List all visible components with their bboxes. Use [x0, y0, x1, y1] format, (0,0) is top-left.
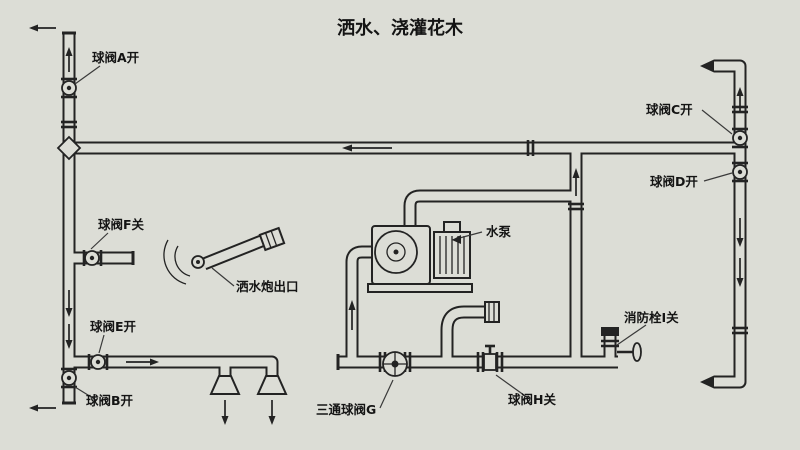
label-valve-c: 球阀C开: [646, 102, 693, 117]
valve-ball: [66, 375, 72, 381]
ball-valve-f: [82, 250, 103, 266]
valve-ball: [737, 135, 743, 141]
flow-arrowhead: [29, 24, 38, 32]
flow-arrowhead: [221, 416, 229, 425]
flow-arrowhead: [65, 340, 73, 349]
valve-ball: [95, 359, 101, 365]
three-way-valve-g: [378, 351, 412, 377]
label-valve-g: 三通球阀G: [316, 402, 376, 417]
flow-arrowhead: [342, 144, 352, 152]
motor-terminal-box: [443, 221, 461, 233]
label-valve-a: 球阀A开: [92, 50, 140, 65]
pipe-fittings: [61, 31, 748, 405]
leader-valve-b: [74, 386, 97, 401]
label-valve-e: 球阀E开: [90, 319, 137, 334]
muzzle-rib: [264, 232, 272, 249]
water-cannon: [163, 226, 286, 285]
flow-arrowhead: [736, 87, 744, 96]
label-valve-b: 球阀B开: [86, 393, 134, 408]
coupling-cap: [484, 301, 500, 323]
ball-valve-c: [732, 127, 748, 149]
right-pipe-inner: [714, 66, 740, 382]
flow-arrowhead: [65, 308, 73, 317]
diamond-fitting: [56, 135, 82, 161]
valve-body: [483, 353, 497, 371]
ball-valve-a: [61, 77, 77, 99]
valve-ball: [737, 169, 743, 175]
label-pump: 水泵: [486, 224, 512, 239]
right-pipe-top-outlet-arrow: [700, 59, 714, 73]
cannon-yoke-inner: [174, 245, 191, 277]
hydrant-cap: [601, 327, 619, 336]
flow-arrowhead: [150, 358, 159, 366]
ball-valve-e: [87, 354, 109, 370]
leader-valve-e: [98, 334, 105, 354]
flow-arrowhead: [736, 278, 744, 287]
pump-shaft: [393, 249, 399, 255]
right-pipe-bottom-outlet-arrow: [700, 375, 714, 389]
sprinkler-nozzles: [209, 375, 288, 395]
leader-valve-d: [703, 172, 733, 182]
flow-arrowhead: [736, 238, 744, 247]
leader-valve-g: [379, 379, 394, 409]
label-valve-d: 球阀D开: [650, 174, 698, 189]
leader-hydrant-i: [616, 324, 647, 346]
leader-lines: [74, 65, 733, 409]
cannon-muzzle: [258, 226, 286, 252]
leader-valve-c: [701, 109, 733, 135]
leader-valve-f: [90, 232, 109, 250]
flow-arrowhead: [268, 416, 276, 425]
tee-junction-diamond: [56, 135, 82, 161]
handwheel-hub: [391, 360, 399, 368]
ball-valve-b: [61, 367, 77, 389]
muzzle-rib: [270, 230, 278, 247]
valve-ball: [66, 85, 72, 91]
leader-valve-h: [495, 374, 529, 399]
hydrant-handwheel: [632, 342, 642, 362]
cannon-barrel-inner: [204, 240, 264, 264]
flow-arrowhead: [29, 404, 38, 412]
pump-base: [367, 283, 473, 293]
flow-arrowhead: [65, 47, 73, 56]
leader-pump-arrowhead: [452, 235, 461, 244]
label-cannon-outlet: 洒水炮出口: [236, 279, 299, 294]
sprinkler-nozzle: [209, 375, 241, 395]
diagram-title: 洒水、浇灌花木: [337, 17, 464, 39]
ball-valve-h: [476, 344, 504, 372]
flow-arrowhead: [572, 168, 580, 178]
flow-arrowhead: [348, 300, 356, 310]
valve-ball: [89, 255, 95, 261]
sprinkler-nozzle: [256, 375, 288, 395]
label-hydrant-i: 消防栓I关: [624, 310, 679, 325]
cannon-yoke-outer: [163, 239, 187, 285]
label-valve-h: 球阀H关: [508, 392, 556, 407]
leader-cannon: [211, 267, 235, 287]
water-pump: [367, 221, 473, 293]
cannon-pivot-pin: [196, 260, 200, 264]
gooseneck-cap: [484, 301, 500, 323]
ball-valve-d: [732, 161, 748, 183]
leader-valve-a: [74, 65, 101, 85]
pump-volute-inner: [386, 242, 406, 262]
label-valve-f: 球阀F关: [98, 217, 145, 232]
fire-hydrant-i: [601, 327, 642, 362]
flow-arrows: [29, 24, 744, 425]
